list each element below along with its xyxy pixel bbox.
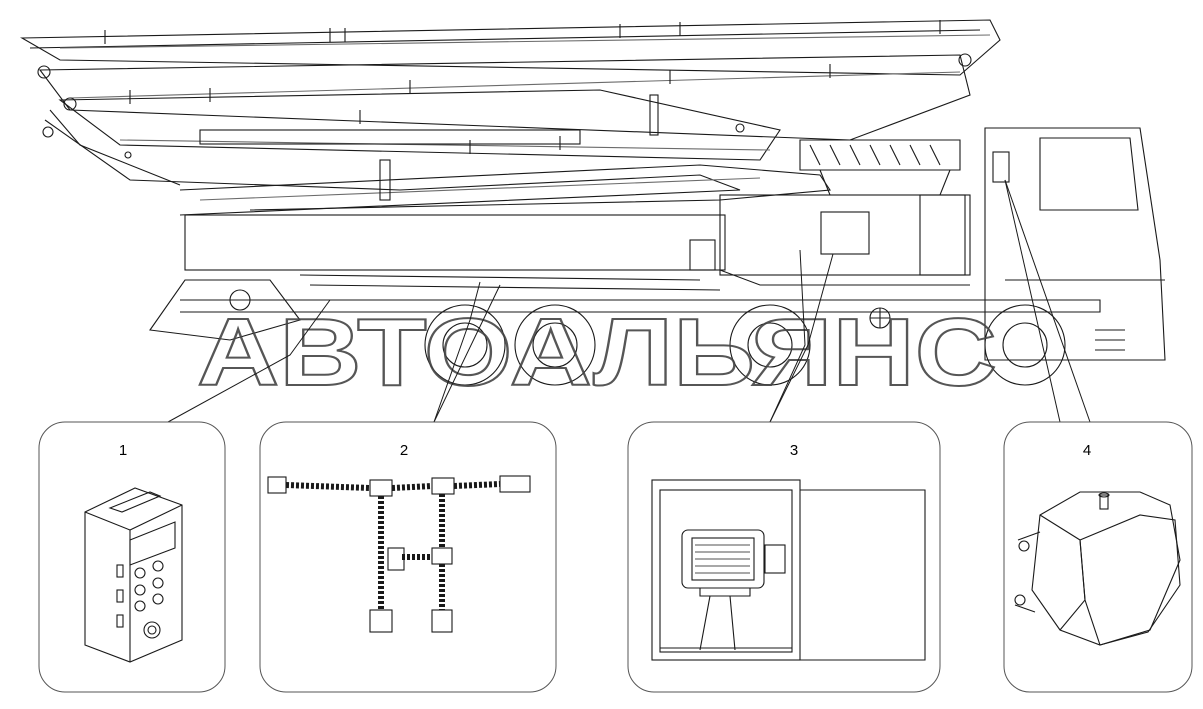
junction-box-icon (1014, 491, 1181, 646)
callout-number-4: 4 (1083, 442, 1091, 459)
callout-number-1: 1 (119, 442, 127, 459)
control-cabinet-location (820, 211, 870, 255)
concrete-pump-truck (20, 19, 1166, 386)
leader-lines (167, 179, 1091, 423)
truck-body (184, 194, 971, 291)
callout-number-2: 2 (400, 442, 408, 459)
truck-chassis (149, 279, 1101, 341)
callout-frames (38, 421, 1193, 693)
wiring-harness-icon (267, 475, 531, 633)
callout-number-3: 3 (790, 442, 798, 459)
watermark-text: АВТОАЛЬЯНС (197, 299, 997, 406)
truck-wheels (424, 304, 1066, 386)
truck-cab (984, 127, 1166, 361)
control-cabinet-icon (651, 479, 926, 661)
control-panel-icon (84, 487, 183, 663)
boom-arm (20, 19, 1001, 216)
